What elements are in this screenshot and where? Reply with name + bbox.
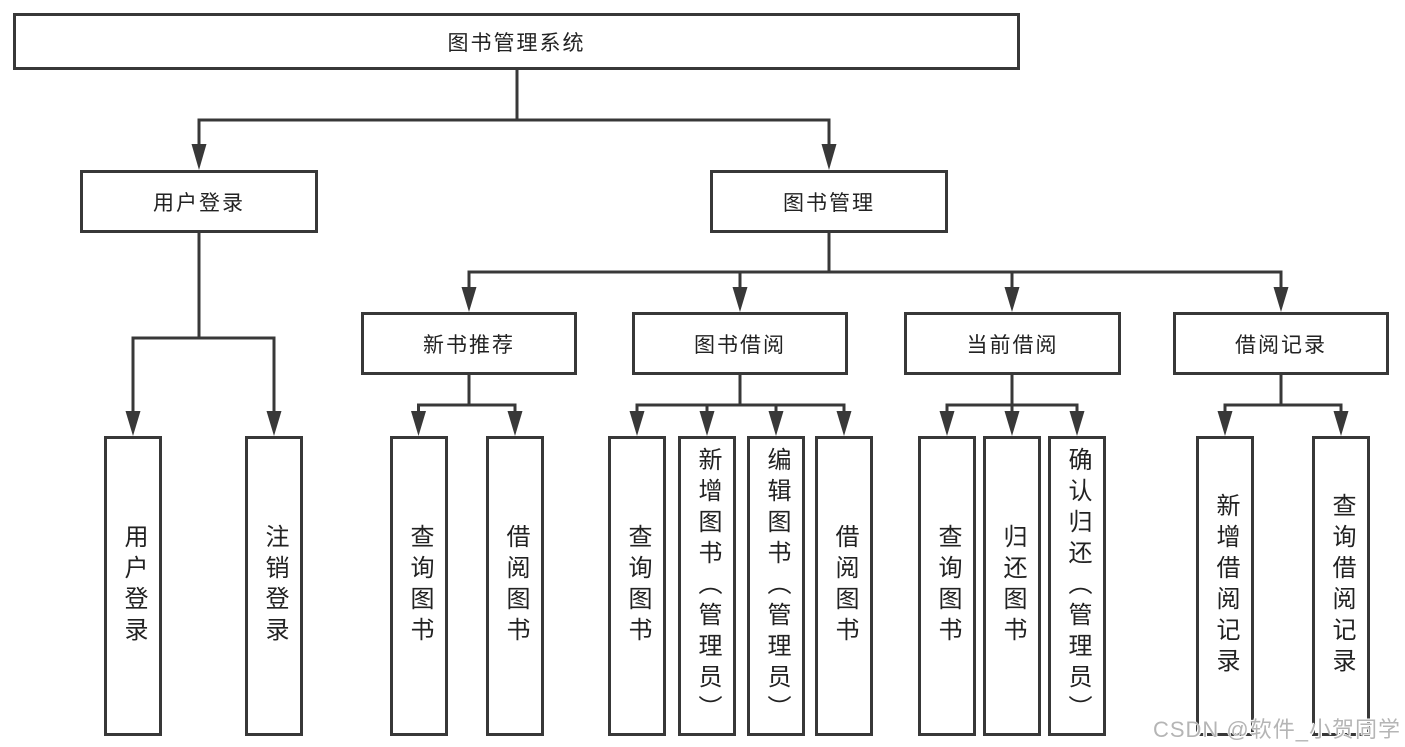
- node-leaf-query-books-3: 查询图书: [918, 436, 976, 736]
- node-label: 编辑图书（管理员）: [763, 446, 790, 726]
- node-label: 用户登录: [120, 524, 147, 648]
- node-label: 新书推荐: [423, 333, 515, 357]
- node-label: 确认归还（管理员）: [1064, 446, 1091, 726]
- arrowheads: [125, 144, 1349, 436]
- node-leaf-user-login: 用户登录: [104, 436, 162, 736]
- node-leaf-borrow-books-2: 借阅图书: [815, 436, 873, 736]
- node-label: 借阅图书: [831, 524, 858, 648]
- node-leaf-query-books-2: 查询图书: [608, 436, 666, 736]
- node-label: 用户登录: [153, 191, 245, 215]
- node-leaf-borrow-books-1: 借阅图书: [486, 436, 544, 736]
- node-label: 新增借阅记录: [1212, 493, 1239, 679]
- node-label: 借阅记录: [1235, 333, 1327, 357]
- node-label: 借阅图书: [502, 524, 529, 648]
- node-label: 新增图书（管理员）: [694, 446, 721, 726]
- node-book-management-branch: 图书管理: [710, 170, 948, 233]
- node-label: 注销登录: [261, 524, 288, 648]
- node-label: 查询图书: [934, 524, 961, 648]
- csdn-watermark: CSDN @软件_小贺同学: [1152, 717, 1401, 742]
- node-user-login-branch: 用户登录: [80, 170, 318, 233]
- node-leaf-edit-books-admin: 编辑图书（管理员）: [747, 436, 805, 736]
- node-label: 图书管理: [783, 191, 875, 215]
- node-label: 当前借阅: [966, 333, 1059, 357]
- node-leaf-confirm-return-admin: 确认归还（管理员）: [1048, 436, 1106, 736]
- node-label: 图书管理系统: [447, 31, 586, 55]
- node-leaf-query-borrow-record: 查询借阅记录: [1312, 436, 1370, 736]
- node-leaf-add-books-admin: 新增图书（管理员）: [678, 436, 736, 736]
- node-library-management-system: 图书管理系统: [13, 13, 1020, 70]
- node-leaf-logout: 注销登录: [245, 436, 303, 736]
- node-label: 查询借阅记录: [1328, 493, 1355, 679]
- node-new-book-recommendation: 新书推荐: [361, 312, 577, 375]
- node-label: 查询图书: [624, 524, 651, 648]
- node-borrowing-records: 借阅记录: [1173, 312, 1389, 375]
- node-current-borrowing: 当前借阅: [904, 312, 1121, 375]
- node-leaf-add-borrow-record: 新增借阅记录: [1196, 436, 1254, 736]
- node-label: 图书借阅: [694, 333, 786, 357]
- node-book-borrowing: 图书借阅: [632, 312, 848, 375]
- node-leaf-query-books-1: 查询图书: [390, 436, 448, 736]
- node-leaf-return-books: 归还图书: [983, 436, 1041, 736]
- node-label: 查询图书: [406, 524, 433, 648]
- node-label: 归还图书: [999, 524, 1026, 648]
